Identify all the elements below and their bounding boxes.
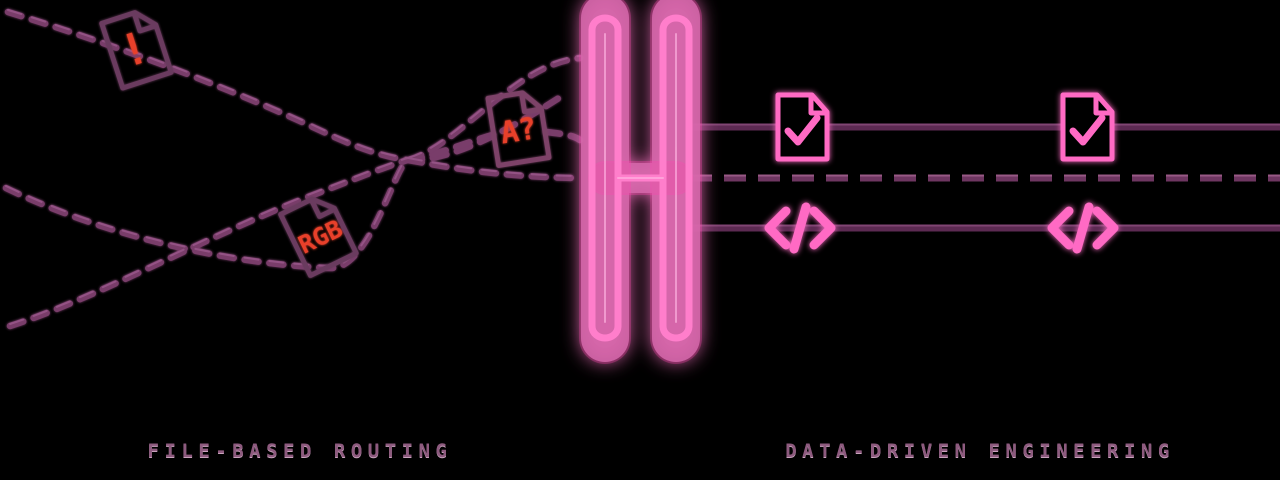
code-node-2[interactable] [1047, 202, 1119, 254]
right-pipeline-lines [690, 123, 1280, 232]
path-upper-branch-highlight [407, 55, 581, 159]
path-lower-left [6, 156, 412, 330]
doc-error: ! [99, 10, 174, 91]
path-mid-left-highlight [5, 157, 409, 268]
path-crossing-to-h-mid-highlight [407, 157, 581, 177]
letter-h-logo [579, 0, 702, 364]
path-upper-left-highlight [7, 9, 409, 159]
code-node-1[interactable] [764, 202, 836, 254]
doc-unknown-mark: A? [498, 111, 539, 151]
check-icon [784, 114, 821, 146]
path-crossing-to-h-mid [404, 156, 584, 182]
doc-unknown-format: A? [485, 90, 552, 168]
doc-rgb: RGB [278, 196, 359, 279]
doc-error-corner-fold [131, 13, 156, 34]
doc-rgb-page-outline [278, 196, 359, 279]
doc-checked-1[interactable] [775, 92, 830, 162]
doc-rgb-corner-fold [309, 199, 335, 220]
doc-unknown-page-outline [485, 90, 552, 168]
doc-unknown-corner-fold [519, 93, 541, 115]
path-upper-doc-branch [404, 54, 584, 164]
caption-right: DATA-DRIVEN ENGINEERING [785, 440, 1175, 462]
doc-error-page-outline [99, 10, 174, 91]
path-upper-left [4, 8, 412, 164]
code-brackets-icon [764, 202, 836, 254]
doc-checked-1-page-outline [775, 92, 830, 162]
path-doc-to-h [542, 128, 584, 144]
letter-h-core [604, 33, 677, 323]
doc-checked-2[interactable] [1060, 92, 1115, 162]
left-tangled-paths [2, 8, 584, 330]
check-icon [1069, 114, 1106, 146]
doc-checked-1-corner-fold [808, 96, 826, 116]
code-brackets-icon [1047, 202, 1119, 254]
doc-checked-2-corner-fold [1093, 96, 1111, 116]
caption-left: FILE-BASED ROUTING [147, 440, 453, 462]
doc-checked-2-page-outline [1060, 92, 1115, 162]
